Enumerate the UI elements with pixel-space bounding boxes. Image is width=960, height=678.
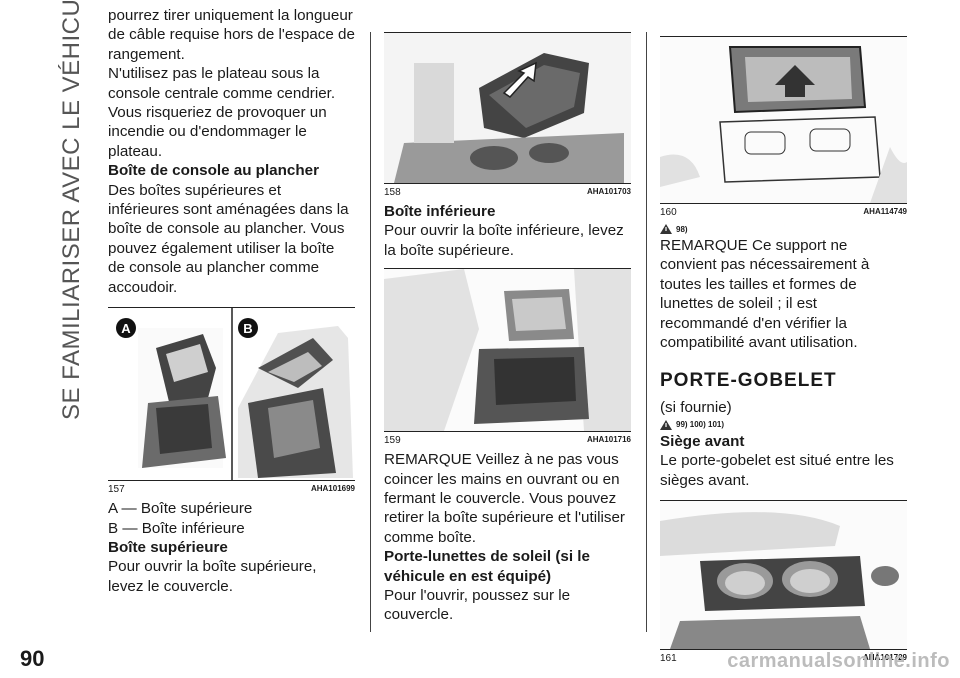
figure-code: AHA114749 [863,207,907,216]
armrest-lift-illustration [384,33,631,183]
note-reference: 99) 100) 101) [660,419,907,430]
figure-number: 161 [660,653,677,665]
legend-b: B — Boîte inférieure [108,519,245,537]
body-text: Pour ouvrir la boîte supérieure, levez l… [108,558,317,595]
side-title-text: SE FAMILIARISER AVEC LE VÉHICULE [58,0,85,420]
page-number: 90 [20,646,45,671]
column-divider [646,32,647,632]
intro-text: pourrez tirer uniquement la longueur de … [108,7,355,63]
figure-157: A B [108,307,355,482]
legend-a: A — Boîte supérieure [108,500,253,518]
figure-number: 158 [384,187,401,198]
section-title: PORTE-GOBELET [660,370,837,392]
sunglasses-holder-illustration [660,37,907,203]
figure-160 [660,36,907,204]
column-3: 160 AHA114749 98) REMARQUE Ce support ne… [660,6,907,668]
figure-158 [384,32,631,184]
body-text: Pour l'ouvrir, poussez sur le couvercle. [384,587,571,624]
figure-number: 160 [660,207,677,218]
figure-161 [660,500,907,651]
figure-number: 159 [384,435,401,447]
body-text: Des boîtes supérieures et inférieures so… [108,181,349,296]
section-heading: Boîte supérieure [108,538,228,556]
remark-text: REMARQUE Veillez à ne pas vous coincer l… [384,451,625,546]
warning-icon [660,419,672,430]
figure-code: AHA101703 [586,187,631,196]
figure-caption: 159 AHA101716 [384,432,631,450]
watermark-text: carmanualsonline.info [727,650,950,672]
note-reference: 98) [660,224,907,234]
remark-text: REMARQUE Ce support ne convient pas néce… [660,237,870,352]
label-b: B [243,321,252,336]
section-subtitle: (si fournie) [660,399,732,417]
warning-icon [660,224,672,234]
console-box-illustration: A B [116,308,353,481]
figure-caption: 158 AHA101703 [384,184,631,202]
cupholder-illustration [660,501,907,650]
column-1: pourrez tirer uniquement la longueur de … [108,6,355,596]
warning-text: N'utilisez pas le plateau sous la consol… [108,65,336,160]
figure-159 [384,268,631,433]
figure-caption: 157 AHA101699 [108,481,355,499]
side-section-title: SE FAMILIARISER AVEC LE VÉHICULE [58,0,88,420]
figure-code: AHA101729 [862,653,907,663]
figure-caption: 160 AHA114749 [660,204,907,222]
section-heading: Boîte de console au plancher [108,162,319,180]
figure-code: AHA101699 [310,484,355,494]
note-number: 98) [676,224,688,234]
body-text: Pour ouvrir la boîte inférieure, levez l… [384,222,624,259]
column-divider [370,32,371,632]
section-heading: Boîte inférieure [384,203,496,220]
figure-number: 157 [108,484,125,496]
figure-code: AHA101716 [586,435,631,445]
section-heading: Siège avant [660,432,745,450]
lower-box-illustration [384,269,631,432]
column-2: 158 AHA101703 Boîte inférieure Pour ouvr… [384,6,631,625]
figure-caption: 161 AHA101729 [660,650,907,668]
label-a: A [121,321,131,336]
body-text: Le porte-gobelet est situé entre les siè… [660,452,894,489]
section-heading: Porte-lunettes de soleil (si le véhicule… [384,548,590,585]
note-numbers: 99) 100) 101) [676,420,725,430]
